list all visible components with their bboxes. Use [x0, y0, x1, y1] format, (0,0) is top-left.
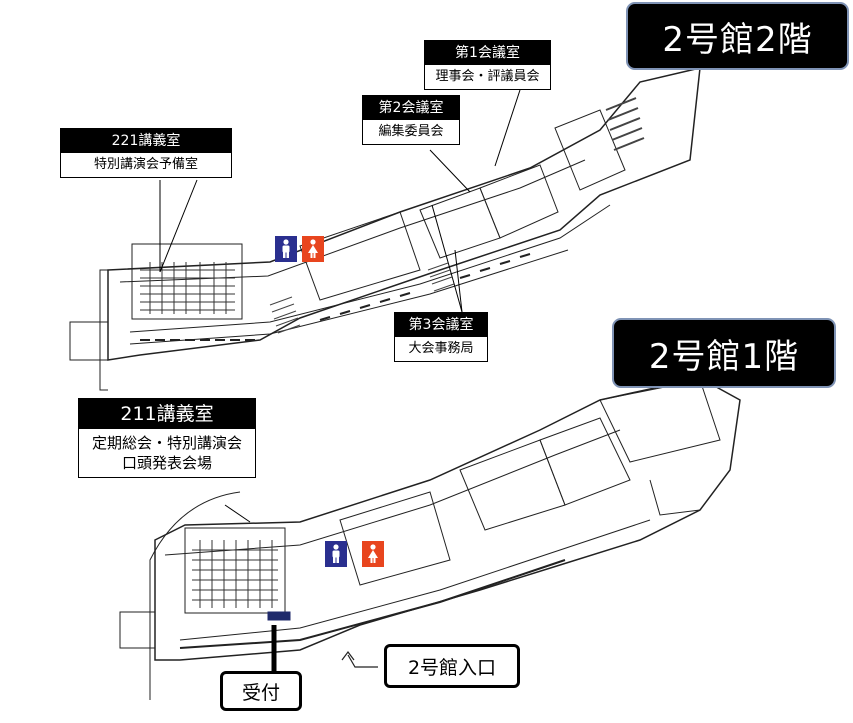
room211-use-line2: 口頭発表会場 — [121, 454, 212, 472]
room221-callout: 221講義室 特別講演会予備室 — [60, 128, 232, 178]
female-restroom-icon — [362, 541, 384, 567]
meeting3-use: 大会事務局 — [408, 341, 474, 356]
entrance-label: 2号館入口 — [384, 644, 520, 688]
meeting1-use: 理事会・評議員会 — [435, 69, 540, 84]
male-restroom-icon — [275, 236, 297, 262]
floor1-title: 2号館1階 — [648, 336, 800, 377]
reception-text: 受付 — [241, 681, 280, 704]
reception-label: 受付 — [220, 671, 302, 711]
meeting3-name: 第3会議室 — [395, 313, 487, 337]
room211-callout: 211講義室 定期総会・特別講演会 口頭発表会場 — [78, 398, 256, 478]
male-restroom-icon — [325, 541, 347, 567]
meeting2-name: 第2会議室 — [363, 96, 459, 120]
floor1-title-badge: 2号館1階 — [612, 318, 836, 388]
meeting2-callout: 第2会議室 編集委員会 — [362, 95, 460, 145]
entrance-text: 2号館入口 — [407, 656, 497, 679]
room211-use: 定期総会・特別講演会 口頭発表会場 — [79, 429, 255, 477]
floor2-title-badge: 2号館2階 — [626, 2, 849, 70]
female-restroom-icon — [302, 236, 324, 262]
room211-name: 211講義室 — [79, 399, 255, 429]
room221-use: 特別講演会予備室 — [93, 157, 198, 172]
meeting1-callout: 第1会議室 理事会・評議員会 — [424, 40, 551, 90]
meeting3-callout: 第3会議室 大会事務局 — [394, 312, 488, 362]
meeting1-name: 第1会議室 — [425, 41, 550, 65]
leader-lines — [159, 89, 521, 672]
room211-use-line1: 定期総会・特別講演会 — [91, 434, 242, 452]
meeting2-use: 編集委員会 — [378, 124, 444, 139]
floor2-plan — [69, 67, 701, 391]
room221-name: 221講義室 — [61, 129, 231, 153]
floor2-title: 2号館2階 — [662, 19, 813, 60]
